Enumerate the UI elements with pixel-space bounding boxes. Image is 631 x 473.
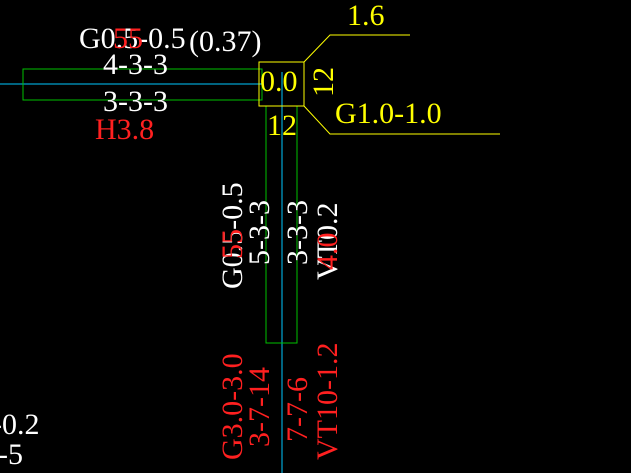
horizontal-beam-spec: G0.5-0.5 bbox=[79, 22, 186, 55]
left-edge-top-value: 0.2 bbox=[2, 408, 40, 441]
leader-line-top bbox=[303, 34, 410, 63]
horizontal-beam-top-reinforcement: 4-3-3 bbox=[103, 48, 168, 81]
horizontal-beam-outline bbox=[22, 68, 263, 101]
vertical-beam-vt-overlay: 4.0 bbox=[311, 232, 344, 271]
column-value: 0.0 bbox=[260, 65, 298, 98]
lower-beam-left-reinforcement: 3-7-14 bbox=[243, 367, 276, 447]
horizontal-beam-spec-overlay: 55 bbox=[113, 22, 143, 55]
lower-beam-right-reinforcement: 7-7-6 bbox=[281, 377, 314, 442]
leader-line-bottom bbox=[303, 105, 500, 135]
column-side-bottom: 12 bbox=[267, 109, 297, 142]
vertical-beam-right-reinforcement: 3-3-3 bbox=[281, 200, 314, 265]
vertical-beam-left-reinforcement: 5-3-3 bbox=[243, 200, 276, 265]
leader-bottom-value: G1.0-1.0 bbox=[335, 97, 442, 130]
lower-beam-vt: VT10-1.2 bbox=[311, 342, 344, 460]
horizontal-beam-bottom-reinforcement: 3-3-3 bbox=[103, 85, 168, 118]
leader-top-value: 1.6 bbox=[347, 0, 385, 32]
column-outline bbox=[258, 61, 305, 107]
left-edge-bottom-value: 5 bbox=[8, 438, 23, 471]
horizontal-beam-height: H3.8 bbox=[95, 113, 155, 146]
horizontal-beam-extra: (0.37) bbox=[189, 25, 262, 58]
left-edge-top-text: -0.2 bbox=[0, 410, 40, 440]
column-side-right: 12 bbox=[307, 67, 340, 97]
left-edge-bottom-text: -5 bbox=[0, 440, 23, 470]
